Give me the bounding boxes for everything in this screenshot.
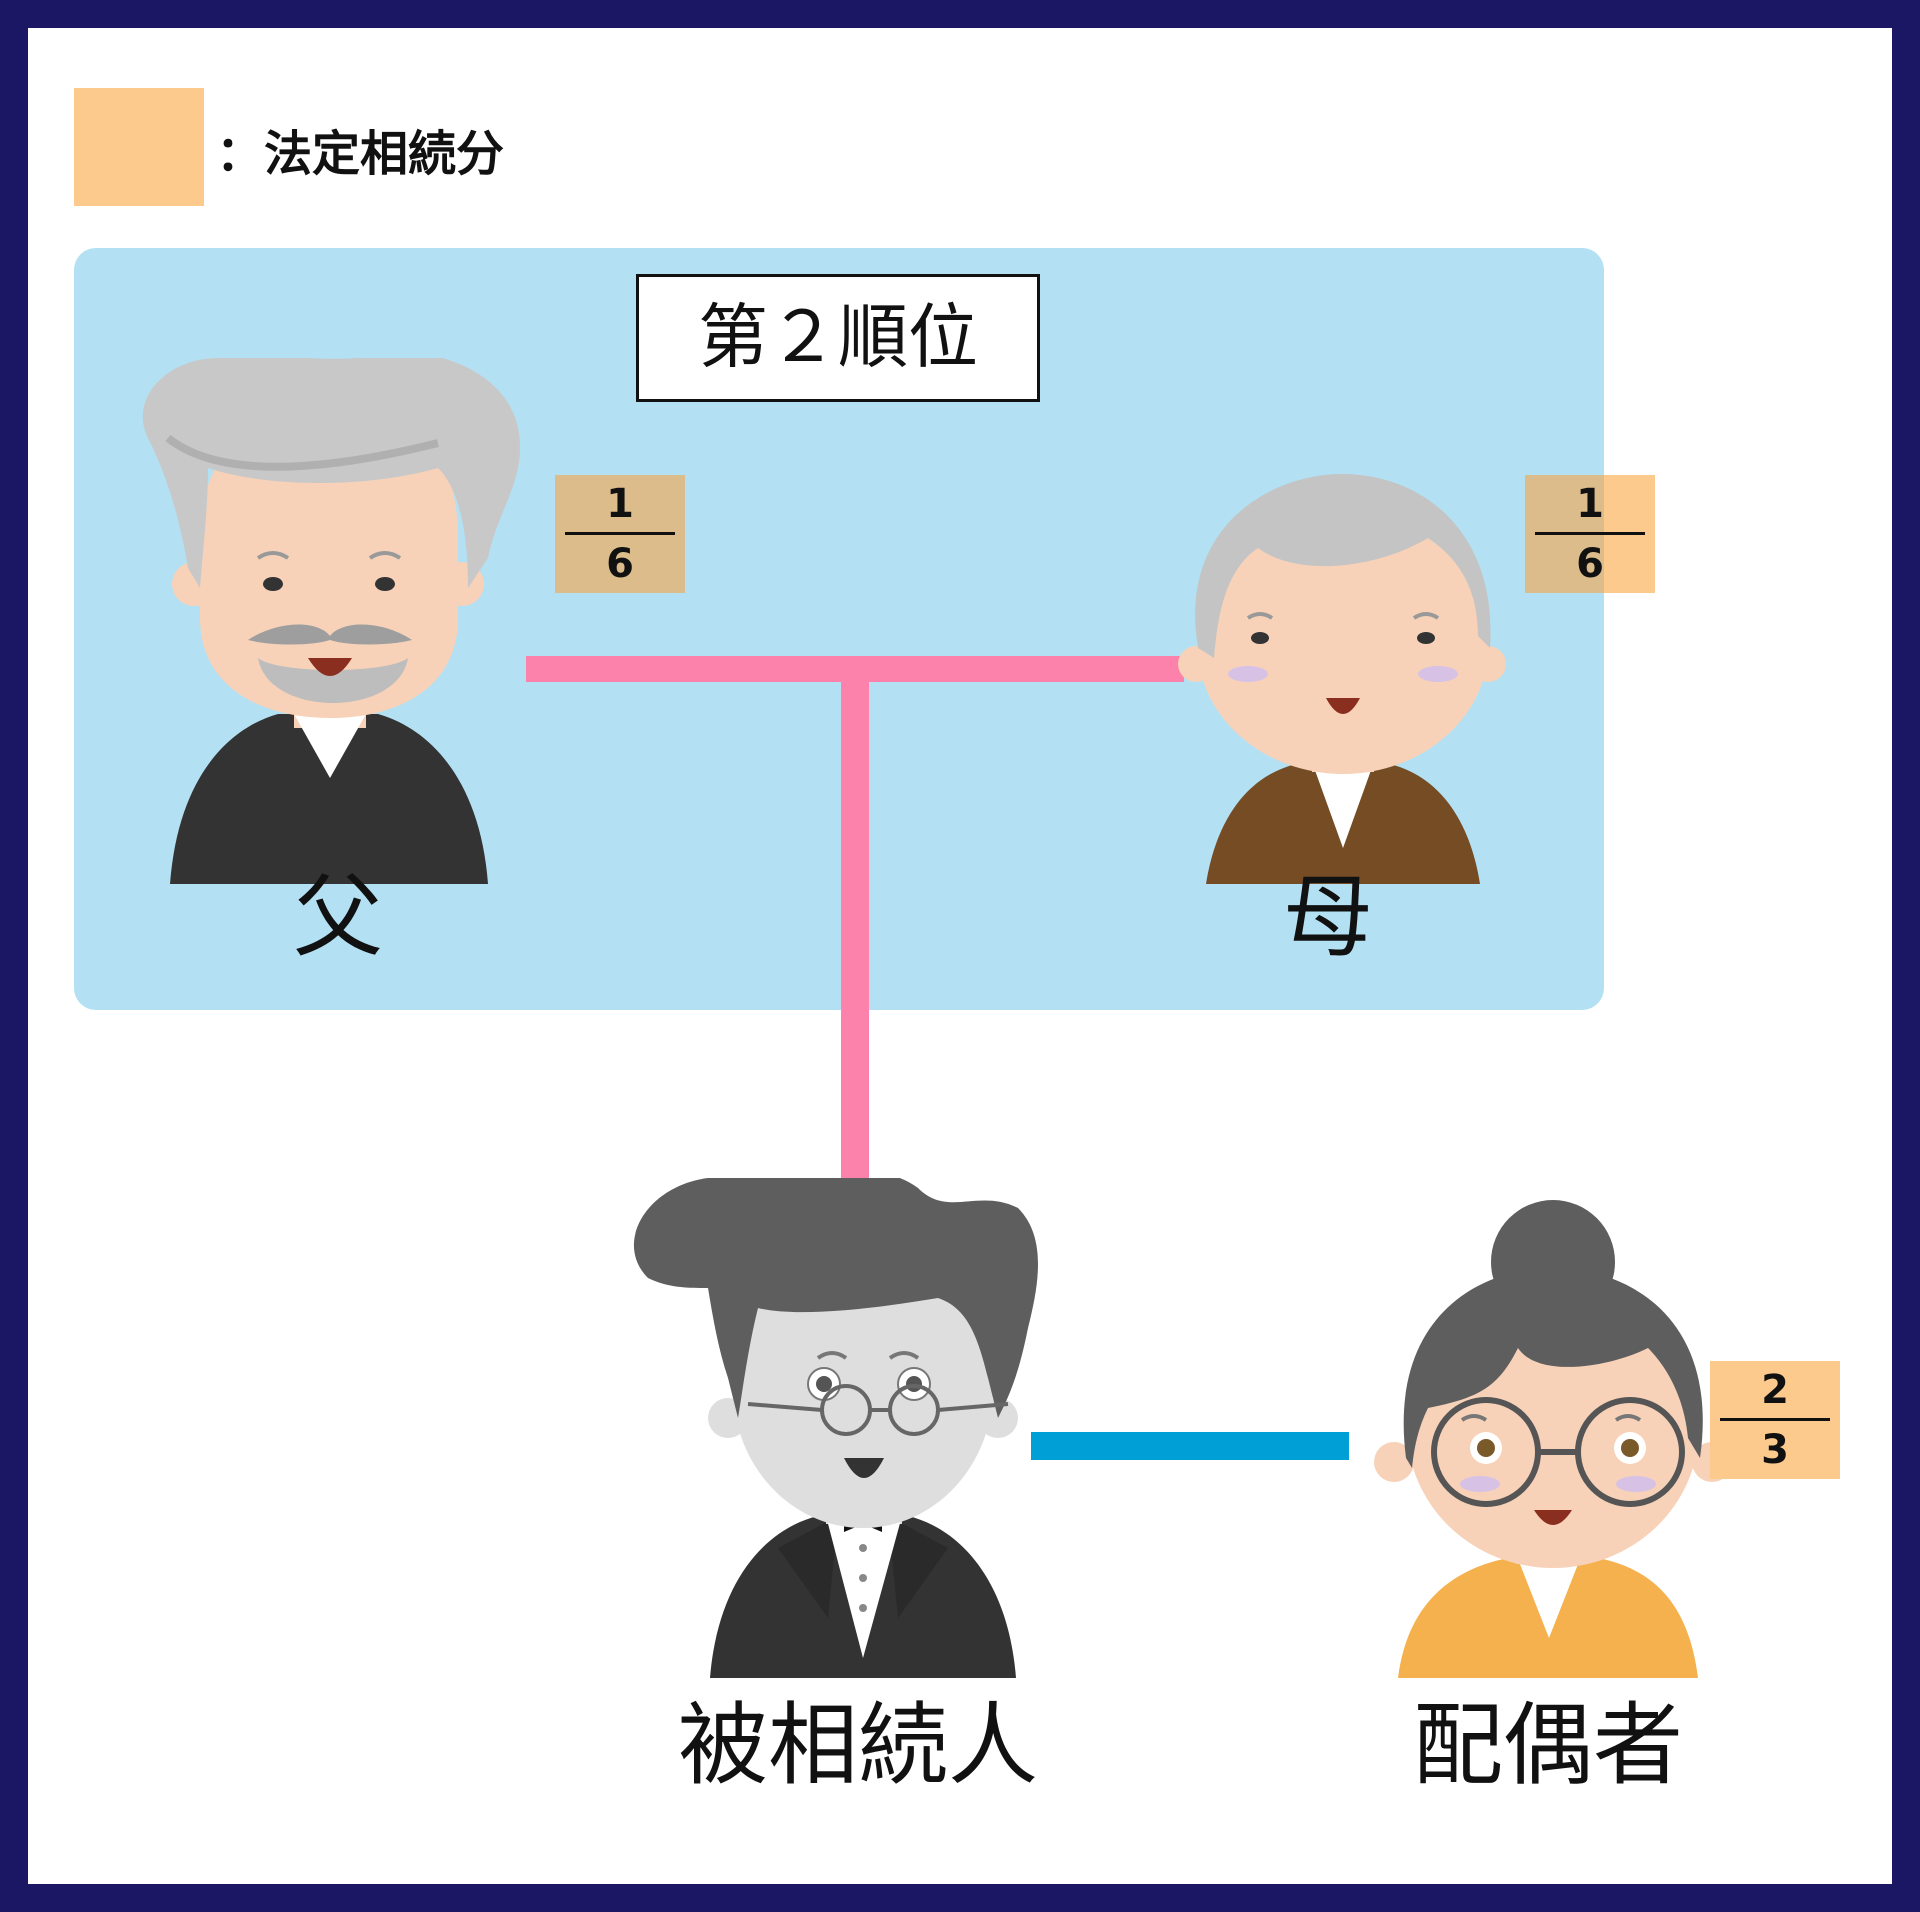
rank-label: 第２順位 bbox=[636, 274, 1040, 402]
deceased-name: 被相続人 bbox=[678, 1693, 1038, 1798]
legend-swatch bbox=[74, 88, 204, 206]
spouse-share: 2 3 bbox=[1710, 1361, 1840, 1479]
legend-label: ：法定相続分 bbox=[216, 126, 505, 182]
fraction-bar bbox=[1720, 1418, 1830, 1421]
father-share: 1 6 bbox=[555, 475, 685, 593]
mother-name: 母 bbox=[1283, 865, 1373, 970]
father-share-denominator: 6 bbox=[606, 541, 634, 587]
diagram-canvas: ：法定相続分 第２順位 bbox=[28, 28, 1892, 1884]
spouse-share-numerator: 2 bbox=[1761, 1367, 1789, 1413]
parent-child-connector bbox=[841, 656, 869, 1178]
mother-share-denominator: 6 bbox=[1576, 541, 1604, 587]
deceased-avatar bbox=[634, 1178, 1038, 1678]
mother-share-numerator: 1 bbox=[1576, 481, 1604, 527]
father-share-numerator: 1 bbox=[606, 481, 634, 527]
mother-share: 1 6 bbox=[1525, 475, 1655, 593]
father-name: 父 bbox=[293, 865, 383, 970]
spouse-share-denominator: 3 bbox=[1761, 1427, 1789, 1473]
fraction-bar bbox=[1535, 532, 1645, 535]
mother-avatar bbox=[1178, 473, 1506, 884]
fraction-bar bbox=[565, 532, 675, 535]
father-avatar bbox=[142, 358, 520, 884]
spouse-name: 配偶者 bbox=[1413, 1693, 1683, 1798]
spouse-avatar bbox=[1374, 1200, 1728, 1678]
spouse-connector bbox=[1031, 1432, 1349, 1460]
